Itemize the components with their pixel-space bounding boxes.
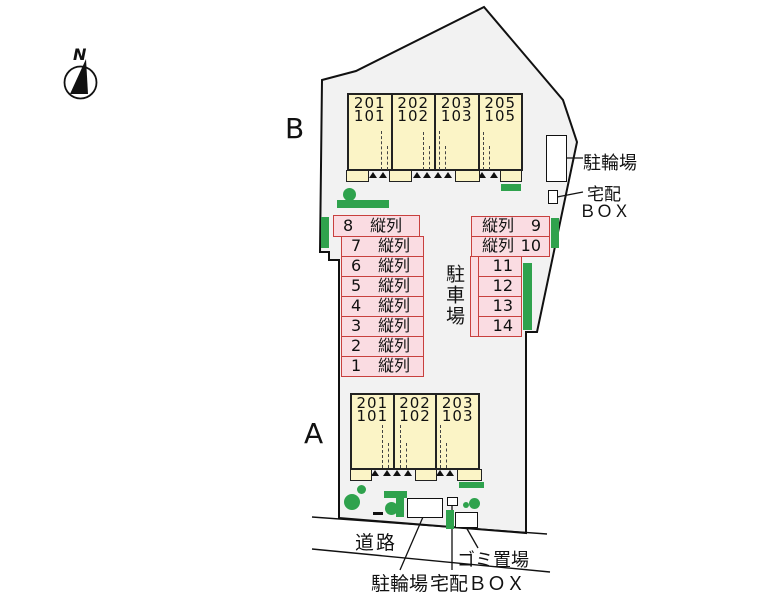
stair-dash	[406, 443, 407, 468]
bicycle-parking-b-label: 駐輪場	[583, 153, 637, 174]
stair-dash	[440, 425, 441, 468]
hedge	[551, 218, 559, 248]
porch	[500, 170, 522, 182]
building-a: 201 101 202 102 203 103	[350, 393, 480, 470]
porch	[346, 170, 369, 182]
unit-b-203: 203 103	[436, 95, 480, 169]
tree	[343, 188, 356, 201]
tree	[344, 494, 360, 510]
parking-space-13: 13	[478, 296, 522, 317]
parking-space-14: 14	[478, 316, 522, 337]
parking-area-label: 駐車場	[443, 264, 465, 327]
bicycle-parking-a	[407, 498, 443, 518]
stair-dash	[388, 443, 389, 468]
hedge	[523, 263, 532, 330]
shrub	[469, 498, 480, 509]
porch	[350, 469, 372, 481]
leader-garbage	[465, 526, 479, 549]
entrance-markers-b	[369, 172, 498, 178]
bench-mark	[373, 512, 383, 515]
road-edge-lower	[311, 548, 551, 573]
hedge	[321, 217, 329, 248]
hedge	[384, 491, 407, 498]
stair-dash	[387, 146, 388, 170]
bicycle-parking-b	[546, 135, 567, 182]
stair-dash	[381, 131, 382, 170]
hedge	[459, 482, 484, 488]
leader-delivery-b	[556, 191, 584, 198]
delivery-box-a-label: 宅配ＢＯＸ	[430, 573, 526, 595]
hedge	[446, 510, 454, 529]
compass-north-label: N	[73, 45, 87, 64]
stair-dash	[400, 425, 401, 468]
building-b-label: B	[285, 112, 305, 145]
unit-a-202: 202 102	[395, 395, 438, 468]
unit-b-201: 201 101	[349, 95, 393, 169]
stair-dash	[439, 131, 440, 170]
tree	[385, 502, 398, 515]
porch	[389, 170, 412, 182]
delivery-box-b	[548, 190, 558, 204]
shrub	[463, 502, 469, 508]
road-label: 道路	[355, 532, 398, 554]
garbage-area	[455, 512, 478, 528]
compass-needle-icon	[70, 59, 88, 94]
stair-dash	[446, 443, 447, 468]
stair-dash	[429, 146, 430, 170]
hedge	[501, 184, 521, 191]
unit-a-203: 203 103	[441, 394, 474, 425]
parking-space-11: 11	[478, 256, 522, 277]
tree	[357, 485, 366, 494]
entrance-markers-a	[371, 470, 454, 476]
leader-bicycle-a	[399, 509, 427, 571]
building-b: 201 101 202 102 203 103 205 105	[347, 93, 523, 171]
hedge	[337, 200, 389, 208]
stair-dash	[489, 146, 490, 170]
building-a-label: A	[304, 417, 324, 450]
porch	[457, 469, 482, 481]
porch	[455, 170, 480, 182]
stair-dash	[445, 146, 446, 170]
unit-a-201: 201 101	[352, 395, 395, 468]
unit-b-205: 205 105	[484, 94, 517, 125]
stair-dash	[423, 132, 424, 170]
porch	[415, 469, 437, 481]
bicycle-parking-a-label: 駐輪場	[371, 573, 429, 595]
road-edge-upper	[311, 516, 548, 535]
unit-b-202: 202 102	[393, 95, 436, 169]
delivery-box-b-label: 宅配 ＢＯＸ	[579, 185, 630, 222]
delivery-box-a	[447, 497, 458, 506]
hedge	[396, 497, 404, 517]
stair-dash	[382, 425, 383, 468]
garbage-area-label: ゴミ置場	[457, 550, 529, 571]
parking-space-12: 12	[478, 276, 522, 297]
stair-dash	[483, 132, 484, 170]
